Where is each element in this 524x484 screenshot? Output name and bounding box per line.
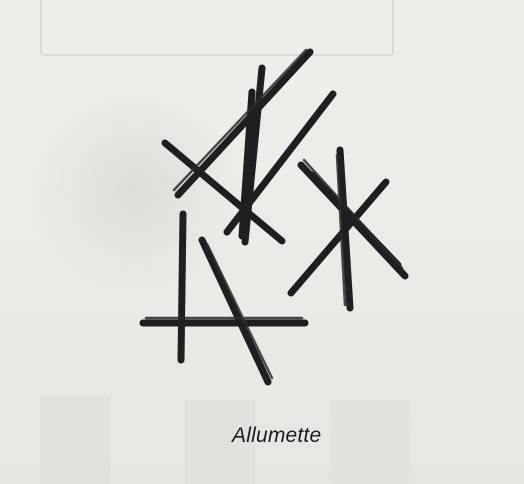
matchstick-5: [227, 94, 333, 232]
figure-caption: Allumette: [232, 424, 321, 448]
matchstick-10: [181, 214, 183, 360]
matchstick-12: [202, 240, 268, 382]
